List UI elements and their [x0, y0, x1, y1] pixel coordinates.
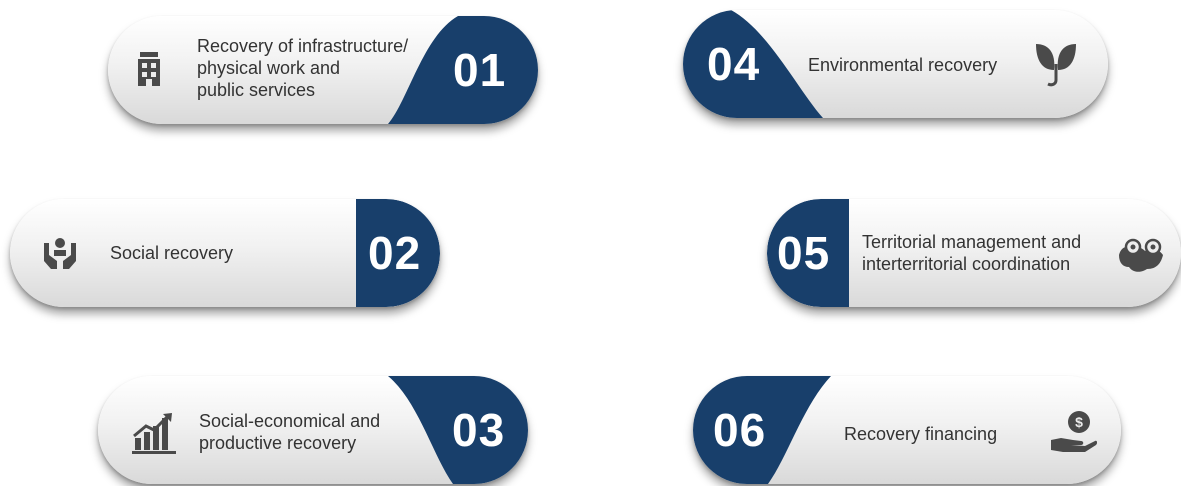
card-01: Recovery of infrastructure/ physical wor…: [108, 16, 538, 124]
card-05: 05 Territorial management and interterri…: [767, 199, 1181, 307]
card-04: 04 Environmental recovery: [683, 10, 1108, 118]
card-label-line: Territorial management and: [862, 232, 1082, 252]
accent-shape: [356, 199, 440, 307]
money-hand-icon: $: [1051, 410, 1097, 454]
svg-text:$: $: [1075, 414, 1083, 430]
card-label: Recovery of infrastructure/ physical wor…: [197, 35, 408, 101]
accent-shape: [767, 199, 849, 307]
step-number: 04: [707, 38, 761, 90]
card-label: Recovery financing: [844, 423, 997, 445]
card-label-line: Recovery of infrastructure/: [197, 36, 409, 56]
card-02: Social recovery 02: [10, 199, 440, 307]
building-icon: [138, 52, 160, 86]
card-label-line: productive recovery: [199, 433, 357, 453]
card-06: 06 Recovery financing $: [693, 376, 1121, 484]
card-label-line: Environmental recovery: [808, 55, 998, 75]
card-label-line: Social-economical and: [199, 411, 381, 431]
card-label: Environmental recovery: [808, 54, 997, 76]
card-label-line: interterritorial coordination: [862, 254, 1071, 274]
step-number: 06: [713, 404, 767, 456]
step-number: 01: [453, 44, 507, 96]
growth-chart-icon: [132, 412, 176, 454]
card-label-line: physical work and: [197, 58, 341, 78]
card-label: Social recovery: [110, 242, 233, 264]
leaf-sprout-icon: [1034, 40, 1078, 88]
card-label: Social-economical and productive recover…: [199, 410, 380, 454]
accent-shape: [683, 10, 823, 118]
map-pin-icon: [1117, 235, 1165, 275]
hands-person-icon: [43, 237, 77, 269]
accent-shape: [388, 16, 538, 124]
step-number: 02: [368, 227, 422, 279]
card-label-line: public services: [197, 80, 316, 100]
card-label-line: Social recovery: [110, 243, 234, 263]
card-label-line: Recovery financing: [844, 424, 998, 444]
accent-shape: [693, 376, 831, 484]
card-03: Social-economical and productive recover…: [98, 376, 528, 484]
step-number: 05: [777, 227, 831, 279]
step-number: 03: [452, 404, 506, 456]
card-label: Territorial management and interterritor…: [862, 231, 1081, 275]
accent-shape: [388, 376, 528, 484]
